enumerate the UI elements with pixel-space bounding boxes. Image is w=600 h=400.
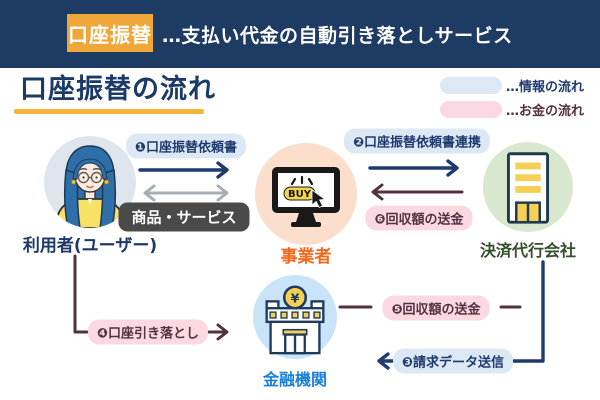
monitor-buy-icon: BUY — [255, 143, 357, 245]
legend-info-label: …情報の流れ — [506, 80, 585, 95]
office-building-icon — [483, 142, 573, 232]
flow-3-pill: ❸請求データ送信 — [392, 348, 514, 374]
legend-info-swatch — [440, 77, 502, 94]
business-entity: BUY — [255, 143, 357, 245]
topic-badge: 口座振替 — [67, 14, 153, 52]
buy-button-text: BUY — [288, 189, 312, 200]
legend-money-label: …お金の流れ — [506, 104, 585, 119]
legend-info-row: …情報の流れ — [440, 76, 584, 95]
agency-label: 決済代行会社 — [479, 241, 577, 260]
topic-description: …支払い代金の自動引き落としサービス — [162, 24, 513, 47]
arrow-6-remit-icon — [371, 183, 464, 201]
arrow-goods-both-icon — [143, 184, 229, 202]
section-title: 口座振替の流れ — [20, 74, 216, 105]
user-avatar — [44, 136, 136, 228]
legend-money-swatch — [440, 101, 502, 118]
flow-2-pill: ❷口座振替依頼書連携 — [343, 128, 491, 154]
goods-services-badge: 商品・サービス — [118, 202, 250, 232]
legend-money-row: …お金の流れ — [440, 100, 584, 119]
bank-label: 金融機関 — [262, 370, 328, 389]
flow-5-pill: ❺回収額の送金 — [382, 295, 490, 321]
bank-building-icon: ¥ — [253, 275, 337, 359]
arrow-1-request-icon — [138, 161, 229, 179]
user-avatar-icon — [44, 136, 136, 228]
user-label: 利用者(ユーザー) — [22, 236, 158, 256]
flow-4-pill: ❹口座引き落とし — [87, 319, 209, 345]
yen-symbol: ¥ — [291, 290, 300, 305]
title-underline — [14, 109, 204, 114]
arrow-2-link-icon — [368, 159, 459, 177]
flow-1-pill: ❶口座振替依頼書 — [125, 133, 247, 159]
bank-entity: ¥ — [253, 275, 337, 359]
top-banner: 口座振替 …支払い代金の自動引き落としサービス — [0, 0, 600, 68]
flow-6-pill: ❻回収額の送金 — [365, 205, 473, 231]
agency-entity — [483, 142, 573, 232]
business-label: 事業者 — [280, 247, 332, 267]
